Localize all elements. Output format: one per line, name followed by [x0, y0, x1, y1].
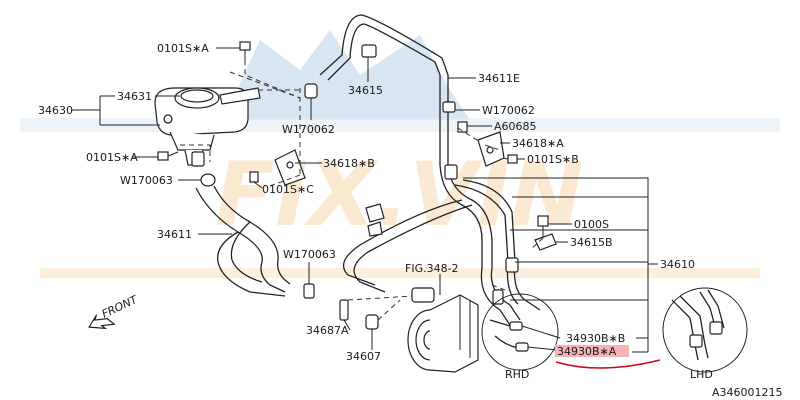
bolt-0101s-b: [507, 154, 518, 164]
label-0100s: 0100S: [574, 218, 609, 231]
clamp-w170063-mid: [303, 283, 315, 299]
bolt-0101s-a-top: [239, 41, 251, 60]
clamp-34615b: [534, 233, 557, 251]
label-0101s-b: 0101S∗B: [527, 153, 579, 166]
label-fig-348-2: FIG.348-2: [405, 262, 459, 275]
label-rhd: RHD: [505, 368, 529, 381]
label-front: FRONT: [100, 293, 141, 321]
label-34618-a: 34618∗A: [512, 137, 564, 150]
return-pipe-34611e: [319, 14, 449, 100]
clamp-w170062-right: [442, 101, 456, 113]
label-34615: 34615: [348, 84, 383, 97]
reservoir-tank: [154, 87, 261, 167]
clamp-mid-hose: [365, 203, 385, 237]
label-w170063-left: W170063: [120, 174, 173, 187]
label-34631: 34631: [117, 90, 152, 103]
label-lhd: LHD: [690, 368, 713, 381]
clamp-w170062-left: [304, 83, 318, 99]
power-steering-pump: [407, 287, 479, 373]
rhd-fitting-34930b-b: [489, 319, 523, 331]
bolt-0101s-c: [249, 171, 259, 183]
label-34610: 34610: [660, 258, 695, 271]
label-34630: 34630: [38, 104, 73, 117]
bolt-0100s: [537, 215, 549, 238]
label-w170062-left: W170062: [282, 123, 335, 136]
rhd-fitting-34930b-a: [494, 335, 529, 352]
lhd-detail: [662, 287, 748, 373]
rhd-highlight-curve: [555, 359, 661, 369]
label-a60685: A60685: [494, 120, 537, 133]
union-34687a: [339, 299, 349, 321]
rhd-detail-circle: [481, 293, 559, 371]
label-w170062-right: W170062: [482, 104, 535, 117]
leader-lines: [72, 47, 658, 353]
suction-hose-34611: [195, 185, 291, 297]
diagram-code: A346001215: [712, 386, 783, 399]
label-34607: 34607: [346, 350, 381, 363]
label-34615b: 34615B: [570, 236, 613, 249]
bolt-0101s-a-left: [157, 151, 179, 161]
label-34618-b: 34618∗B: [323, 157, 375, 170]
clamp-34607: [365, 314, 379, 330]
label-0101s-c: 0101S∗C: [262, 183, 314, 196]
front-arrow-icon: [88, 314, 116, 330]
pressure-hose-34610: [342, 100, 541, 326]
part-labels: 0101S∗A 34630 34631 0101S∗A W170063 3461…: [38, 42, 783, 399]
label-34611: 34611: [157, 228, 192, 241]
label-34687a: 34687A: [306, 324, 349, 337]
label-34611e: 34611E: [478, 72, 520, 85]
clamp-w170063-left: [200, 173, 216, 187]
bolt-a60685: [457, 121, 468, 133]
label-w170063-mid: W170063: [283, 248, 336, 261]
label-0101s-a-top: 0101S∗A: [157, 42, 209, 55]
label-34930b-a: 34930B∗A: [557, 345, 617, 358]
highlight-34930b-a: [555, 345, 629, 357]
label-0101s-a-left: 0101S∗A: [86, 151, 138, 164]
label-34930b-b: 34930B∗B: [566, 332, 625, 345]
assembly-dashed-lines: [180, 60, 544, 321]
